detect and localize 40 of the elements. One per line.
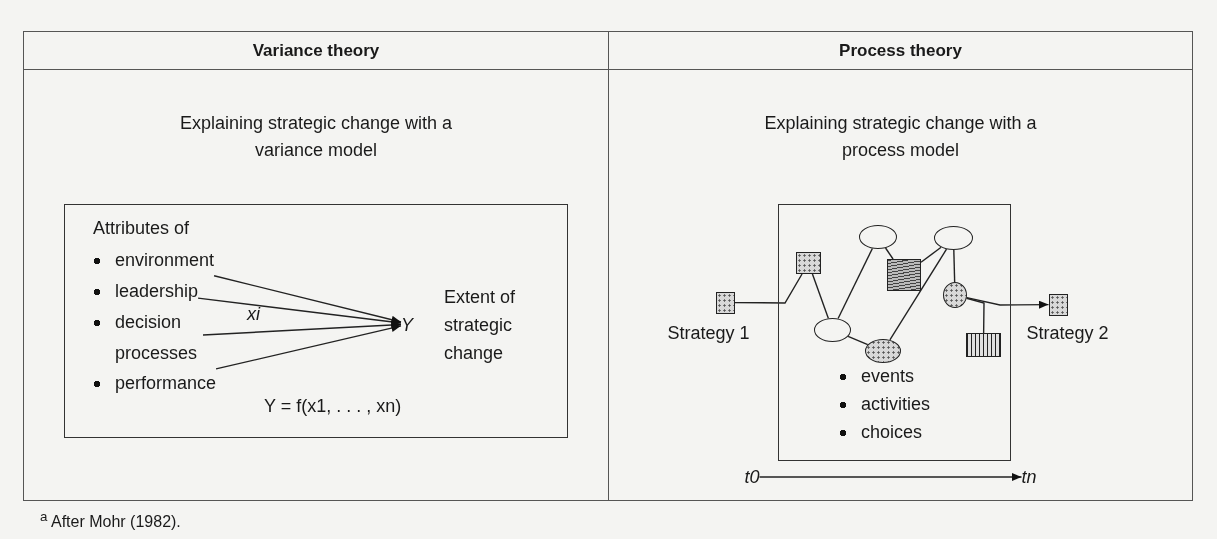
text-label: Y = f(x1, . . . , xn): [264, 395, 402, 418]
variable-label: tn: [1021, 461, 1037, 493]
panel: [23, 31, 609, 501]
panel-heading: Process theory: [609, 32, 1192, 70]
connector-line: [847, 335, 869, 346]
model-frame: [63, 203, 568, 438]
panel-heading: Variance theory: [24, 32, 608, 70]
connector-line: [811, 273, 829, 319]
arrow: [202, 320, 402, 336]
dotted-square-shape: [715, 291, 735, 314]
text-label: Extent of strategic change: [444, 286, 517, 365]
dotted-ellipse-shape: [865, 339, 901, 363]
arrow: [215, 324, 402, 370]
panel-subtitle: Explaining strategic change with a process model: [763, 112, 1038, 162]
strategy-label: Strategy 2: [1026, 321, 1109, 345]
variable-label: xi: [247, 303, 260, 326]
arrow: [197, 297, 402, 326]
connector-line: [953, 249, 956, 283]
variable-label: Y: [401, 310, 417, 338]
connector-line: [965, 297, 985, 334]
panel: [608, 31, 1193, 501]
variable-label: t0: [744, 461, 760, 493]
text-label: Attributes of: [93, 217, 190, 240]
strategy-label: Strategy 1: [667, 321, 750, 345]
wavy-square-shape: [887, 259, 921, 291]
connector-line: [884, 247, 894, 260]
connector-line: [837, 247, 874, 320]
dotted-square-shape: [796, 252, 821, 274]
connector-line: [733, 273, 803, 304]
arrow: [966, 296, 1050, 309]
striped-square-shape: [966, 333, 1001, 357]
connector-line: [920, 246, 942, 263]
arrow: [213, 275, 402, 324]
footnote: $^{a}$ After Mohr (1982).: [40, 509, 181, 532]
panel-subtitle: Explaining strategic change with a variance model: [178, 112, 454, 162]
arrow: [758, 473, 1023, 481]
model-frame: [777, 203, 1011, 461]
dotted-circle-shape: [943, 282, 967, 308]
dotted-square-shape: [1048, 293, 1068, 316]
connector-line: [889, 248, 948, 341]
